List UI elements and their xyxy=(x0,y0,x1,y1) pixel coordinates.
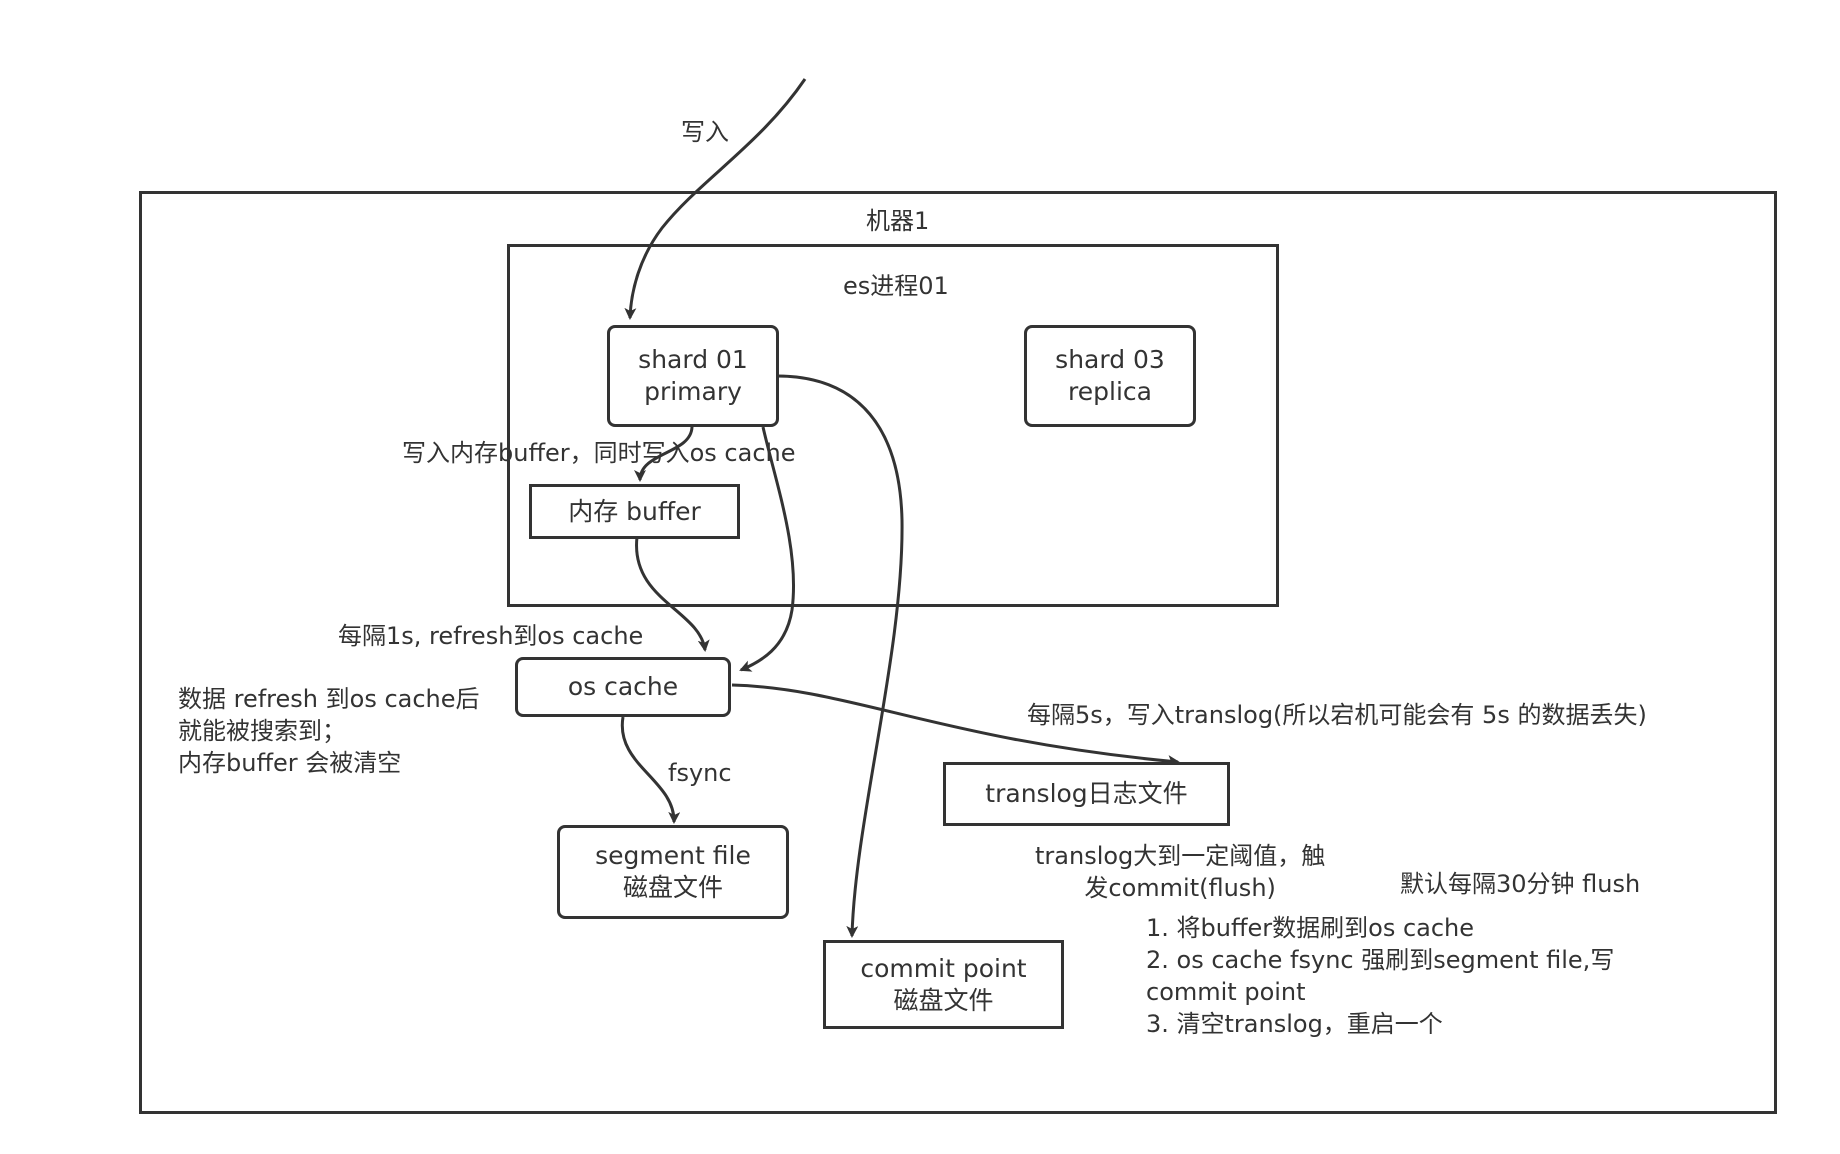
arrow-oscache-to-translog xyxy=(731,683,1180,768)
default-flush-label: 默认每隔30分钟 flush xyxy=(1400,870,1641,898)
commit-step-1: 1. 将buffer数据刷到os cache xyxy=(1146,914,1475,942)
refresh-note-line1: 数据 refresh 到os cache后 xyxy=(178,685,480,713)
os-cache-node: os cache xyxy=(515,657,731,717)
commit-step-3: 3. 清空translog，重启一个 xyxy=(1146,1010,1443,1038)
commit-point-line2: 磁盘文件 xyxy=(893,985,994,1015)
write-buffer-cache-label: 写入内存buffer，同时写入os cache xyxy=(402,439,796,467)
translog-threshold-line2: 发commit(flush) xyxy=(1084,874,1276,902)
translog-file-label: translog日志文件 xyxy=(985,779,1188,808)
commit-steps-note: 1. 将buffer数据刷到os cache 2. os cache fsync… xyxy=(1146,912,1614,1040)
shard01-line2: primary xyxy=(644,377,742,406)
translog-threshold-note: translog大到一定阈值，触 发commit(flush) xyxy=(1035,840,1325,904)
shard03-line1: shard 03 xyxy=(1055,345,1165,374)
shard03-replica-node: shard 03 replica xyxy=(1024,325,1196,427)
es-process-frame xyxy=(507,244,1279,607)
memory-buffer-node: 内存 buffer xyxy=(529,484,740,539)
commit-step-2: 2. os cache fsync 强刷到segment file,写 xyxy=(1146,946,1615,974)
commit-point-node: commit point 磁盘文件 xyxy=(823,940,1064,1029)
commit-step-2-cont: commit point xyxy=(1146,978,1306,1006)
arrow-shard-to-commit xyxy=(776,374,904,938)
refresh-interval-label: 每隔1s, refresh到os cache xyxy=(338,622,644,650)
fsync-label: fsync xyxy=(668,759,732,787)
machine-label: 机器1 xyxy=(866,207,930,235)
es-process-label: es进程01 xyxy=(843,272,949,300)
refresh-note-line3: 内存buffer 会被清空 xyxy=(178,749,402,777)
refresh-note: 数据 refresh 到os cache后 就能被搜索到； 内存buffer 会… xyxy=(178,683,480,779)
arrow-shard-to-buffer xyxy=(634,426,694,482)
shard01-primary-node: shard 01 primary xyxy=(607,325,779,427)
segment-file-line2: 磁盘文件 xyxy=(622,873,723,902)
shard03-line2: replica xyxy=(1068,377,1152,406)
write-in-label: 写入 xyxy=(681,118,729,146)
segment-file-node: segment file 磁盘文件 xyxy=(557,825,789,919)
commit-point-line1: commit point xyxy=(860,953,1027,983)
translog-threshold-line1: translog大到一定阈值，触 xyxy=(1035,842,1326,870)
refresh-note-line2: 就能被搜索到； xyxy=(178,717,346,745)
os-cache-label: os cache xyxy=(567,672,679,701)
memory-buffer-label: 内存 buffer xyxy=(568,496,701,526)
translog-file-node: translog日志文件 xyxy=(943,762,1230,826)
segment-file-line1: segment file xyxy=(595,841,751,870)
translog-interval-label: 每隔5s，写入translog(所以宕机可能会有 5s 的数据丢失) xyxy=(1027,701,1647,729)
arrow-shard-to-oscache xyxy=(739,426,796,672)
arrow-oscache-to-segment xyxy=(620,716,681,824)
machine-frame xyxy=(139,191,1777,1114)
shard01-line1: shard 01 xyxy=(638,345,748,374)
arrow-buffer-to-oscache xyxy=(635,536,710,652)
arrow-write-in xyxy=(624,78,807,320)
